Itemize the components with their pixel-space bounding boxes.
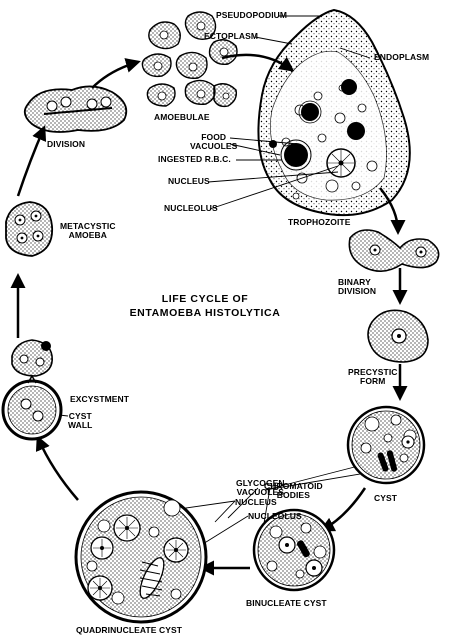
label-binucleate-cyst: BINUCLEATE CYST <box>246 598 327 608</box>
title-line-2: ENTAMOEBA HISTOLYTICA <box>129 307 281 319</box>
label-amoebulae: AMOEBULAE <box>154 112 210 122</box>
label-chromatoid-bodies: CHROMATOID BODIES <box>264 481 323 500</box>
arrow-metacystic-to-division <box>16 125 47 197</box>
label-cyst-wall: CYST WALL <box>68 411 93 430</box>
label-excystment: EXCYSTMENT <box>70 394 130 404</box>
label-quadrinucleate-cyst: QUADRINUCLEATE CYST <box>76 625 183 635</box>
excystment-cells <box>1 339 63 441</box>
metacystic-amoeba-cell <box>5 201 54 257</box>
label-endoplasm: ENDOPLASM <box>374 52 430 62</box>
trophozoite-nucleus <box>326 148 356 178</box>
trophozoite-cell <box>257 8 411 217</box>
arrow-quadrinucleate-to-excystment <box>35 435 79 501</box>
binary-division-cell <box>348 229 440 272</box>
cyst-cell <box>346 405 426 485</box>
quadrinucleate-nuclei <box>87 514 189 601</box>
precystic-cell <box>367 309 429 363</box>
label-nucleolus: NUCLEOLUS <box>164 203 218 213</box>
label-precystic-form: PRECYSTIC FORM <box>348 367 398 386</box>
arrow-cyst-to-binucleate <box>319 487 367 532</box>
label-trophozoite: TROPHOZOITE <box>288 217 351 227</box>
label-food-vacuoles: FOOD VACUOLES <box>190 132 238 151</box>
label-quad-nucleus: NUCLEUS <box>235 497 277 507</box>
label-pseudopodium: PSEUDOPODIUM <box>216 10 288 20</box>
label-ectoplasm: ECTOPLASM <box>204 31 259 41</box>
label-glycogen-vacuoles: GLYCOGEN VACUOLES <box>236 478 285 497</box>
chromatoid-rod <box>139 557 165 599</box>
label-metacystic-amoeba: METACYSTIC AMOEBA <box>60 221 116 240</box>
label-division: DIVISION <box>47 139 86 149</box>
division-cell <box>23 85 128 133</box>
label-nucleus: NUCLEUS <box>168 176 210 186</box>
amoebulae-cells <box>141 11 238 108</box>
arrow-division-to-amoebulae <box>91 58 141 89</box>
label-ingested-rbc: INGESTED R.B.C. <box>158 154 231 164</box>
label-binary-division: BINARY DIVISION <box>338 277 377 296</box>
diagram-title: LIFE CYCLE OF ENTAMOEBA HISTOLYTICA <box>120 292 290 320</box>
label-cyst: CYST <box>374 493 398 503</box>
label-quad-nucleolus: NUCLEOLUS <box>248 511 302 521</box>
quadrinucleate-cyst-cell <box>74 490 208 624</box>
title-line-1: LIFE CYCLE OF <box>161 293 249 305</box>
binucleate-cyst-cell <box>252 508 336 592</box>
